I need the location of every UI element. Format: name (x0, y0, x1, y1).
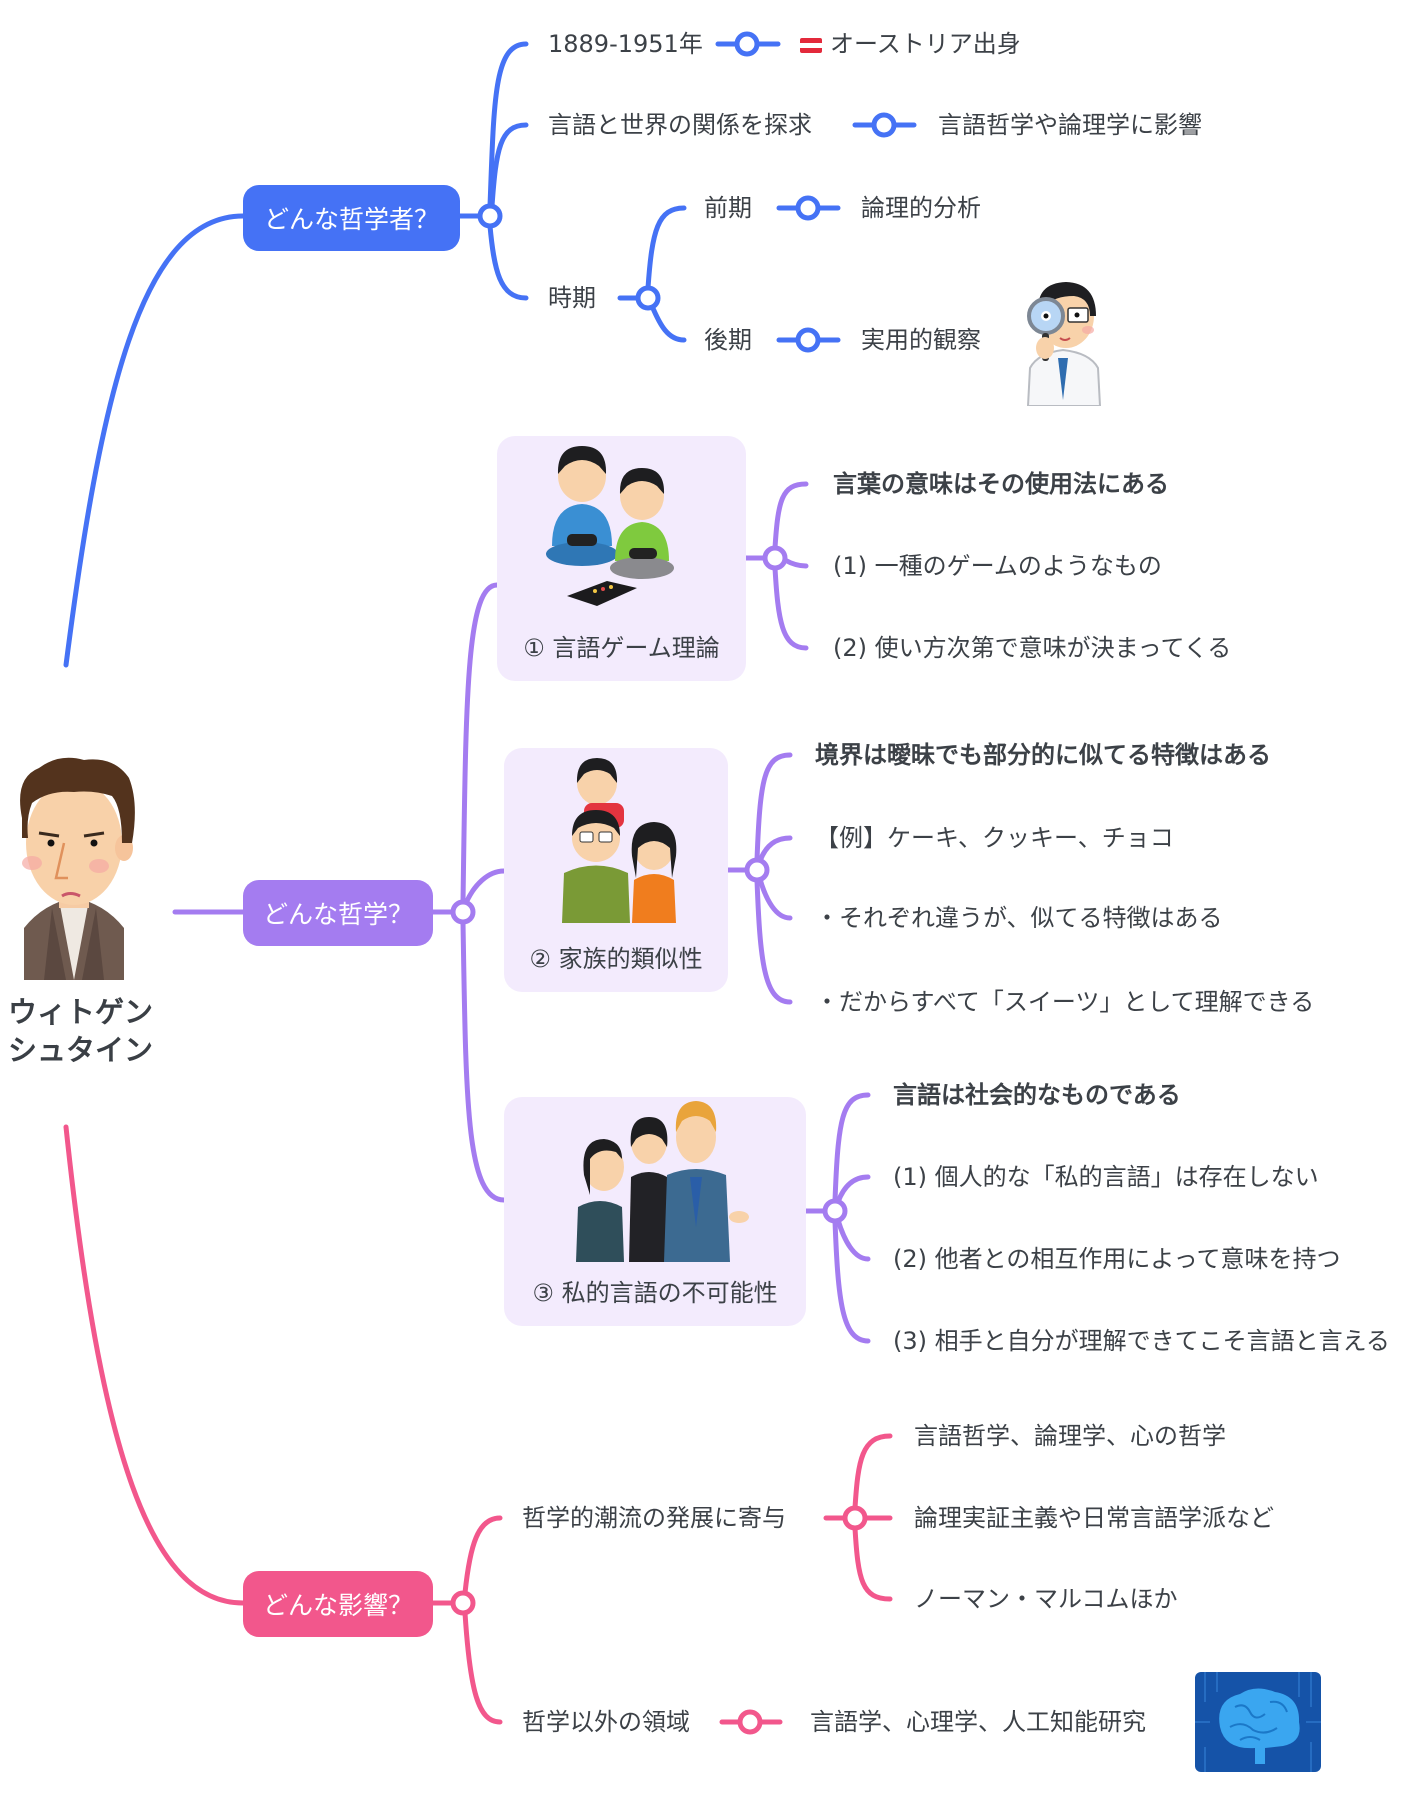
people-talking-icon (504, 1097, 806, 1273)
branch-node[interactable] (822, 1198, 848, 1224)
branch-line (462, 1610, 503, 1725)
branch-node[interactable] (842, 1505, 868, 1531)
brain-icon (1195, 1672, 1321, 1772)
branch-line (754, 877, 793, 1005)
card-private-language-item[interactable]: (3) 相手と自分が理解できてこそ言語と言える (893, 1327, 1390, 1355)
card-family-resemblance-item[interactable]: ・だからすべて「スイーツ」として理解できる (815, 988, 1315, 1016)
branch-line (832, 1218, 871, 1344)
branch-line (487, 41, 529, 209)
branch-line (460, 919, 507, 1203)
card-language-game-item[interactable]: 言葉の意味はその使用法にある (833, 470, 1169, 498)
branch-philosophy-label: どんな哲学？ (262, 900, 413, 929)
magnifier-doctor-icon (1018, 278, 1108, 407)
branch-philosopher-label: どんな哲学者？ (263, 205, 439, 234)
portrait-icon (20, 757, 135, 980)
topic-years-detail[interactable]: オーストリア出身 (800, 28, 1021, 60)
branch-line (487, 223, 529, 301)
topic-period-early[interactable]: 前期 (704, 194, 752, 222)
card-label: ③ 私的言語の不可能性 (532, 1279, 778, 1307)
root-label-line: シュタイン (8, 1033, 154, 1067)
pink-connectors (63, 1124, 893, 1725)
topic-other-fields-detail[interactable]: 言語学、心理学、人工知能研究 (810, 1708, 1146, 1736)
trunk-blue (63, 213, 246, 668)
topic-language-world[interactable]: 言語と世界の関係を探求 (548, 111, 812, 139)
pink-nodes (450, 1505, 868, 1735)
connector-node[interactable] (795, 327, 821, 353)
branch-influence-pill[interactable]: どんな影響？ (243, 1571, 433, 1637)
card-family-resemblance-item[interactable]: 【例】ケーキ、クッキー、チョコ (815, 824, 1174, 852)
card-language-game[interactable]: ① 言語ゲーム理論 (497, 436, 746, 681)
branch-node[interactable] (477, 203, 503, 229)
card-private-language-item[interactable]: (1) 個人的な「私的言語」は存在しない (893, 1163, 1319, 1191)
root-node[interactable] (4, 748, 144, 980)
kids-playing-game-icon (497, 436, 746, 628)
branch-line (835, 1217, 871, 1262)
branch-line (463, 868, 507, 906)
family-icon (504, 748, 728, 939)
branch-line (489, 122, 529, 209)
branch-line (649, 303, 687, 343)
branch-line (772, 481, 809, 551)
branch-influence-label: どんな影響？ (262, 1591, 413, 1620)
blue-nodes (477, 31, 897, 353)
topic-period-late-detail[interactable]: 実用的観察 (861, 326, 981, 354)
branch-line (852, 1433, 893, 1511)
topic-period-late[interactable]: 後期 (704, 326, 752, 354)
root-label: ウィトゲン シュタイン (8, 993, 153, 1069)
branch-line (460, 582, 500, 905)
topic-philosophical-trends-item[interactable]: 論理実証主義や日常言語学派など (914, 1504, 1274, 1532)
branch-node[interactable] (450, 1590, 476, 1616)
topic-language-world-detail[interactable]: 言語哲学や論理学に影響 (938, 111, 1202, 139)
branch-node[interactable] (635, 285, 661, 311)
card-private-language-item[interactable]: 言語は社会的なものである (893, 1081, 1181, 1109)
card-private-language[interactable]: ③ 私的言語の不可能性 (504, 1097, 806, 1326)
branch-node[interactable] (450, 899, 476, 925)
austria-flag-icon (800, 37, 822, 53)
branch-line (754, 752, 793, 863)
purple-connectors (172, 481, 871, 1344)
card-label: ② 家族的類似性 (529, 945, 703, 973)
card-family-resemblance-item[interactable]: 境界は曖昧でも部分的に似てる特徴はある (815, 741, 1271, 769)
connector-node[interactable] (737, 1709, 763, 1735)
card-family-resemblance-item[interactable]: ・それぞれ違うが、似てる特徴はある (815, 904, 1223, 932)
branch-line (462, 1515, 503, 1596)
branch-line (835, 1174, 871, 1205)
card-private-language-item[interactable]: (2) 他者との相互作用によって意味を持つ (893, 1245, 1341, 1273)
branch-line (772, 565, 809, 651)
branch-philosopher-pill[interactable]: どんな哲学者？ (243, 185, 460, 251)
card-language-game-item[interactable]: (2) 使い方次第で意味が決まってくる (833, 634, 1232, 662)
card-family-resemblance[interactable]: ② 家族的類似性 (504, 748, 728, 992)
topic-philosophical-trends-item[interactable]: 言語哲学、論理学、心の哲学 (914, 1422, 1226, 1450)
branch-node[interactable] (762, 545, 788, 571)
card-label: ① 言語ゲーム理論 (523, 634, 720, 662)
branch-line (645, 205, 687, 291)
branch-philosophy-pill[interactable]: どんな哲学？ (243, 880, 433, 946)
topic-philosophical-trends[interactable]: 哲学的潮流の発展に寄与 (522, 1504, 786, 1532)
branch-line (757, 876, 793, 921)
connector-node[interactable] (734, 31, 760, 57)
topic-period[interactable]: 時期 (548, 284, 596, 312)
topic-other-fields[interactable]: 哲学以外の領域 (522, 1708, 690, 1736)
card-language-game-item[interactable]: (1) 一種のゲームのようなもの (833, 552, 1162, 580)
detail-text: オーストリア出身 (830, 30, 1021, 58)
branch-line (757, 835, 793, 864)
root-label-line: ウィトゲン (8, 995, 154, 1029)
branch-node[interactable] (744, 857, 770, 883)
trunk-pink (63, 1124, 246, 1606)
purple-nodes (450, 545, 848, 1224)
topic-period-early-detail[interactable]: 論理的分析 (861, 194, 981, 222)
connector-node[interactable] (871, 112, 897, 138)
branch-line (852, 1525, 893, 1602)
topic-philosophical-trends-item[interactable]: ノーマン・マルコムほか (914, 1585, 1178, 1613)
connector-node[interactable] (795, 195, 821, 221)
topic-years[interactable]: 1889-1951年 (548, 30, 703, 58)
branch-line (782, 557, 809, 569)
blue-connectors (63, 41, 917, 668)
branch-line (832, 1092, 871, 1204)
